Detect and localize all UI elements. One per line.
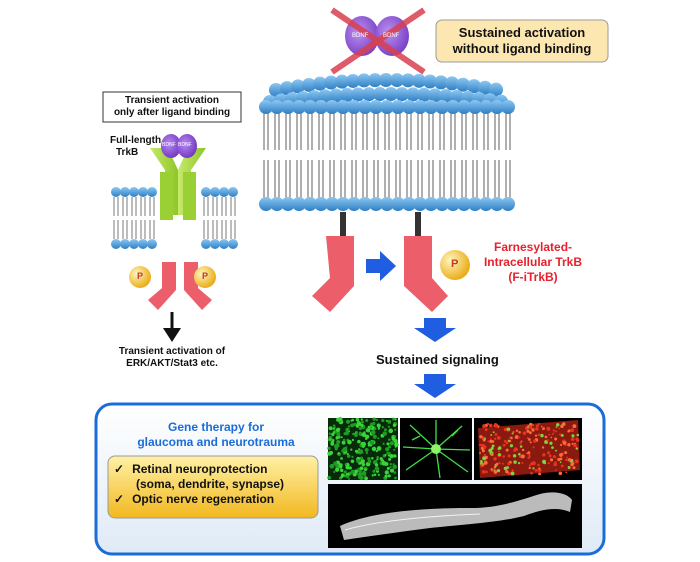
right-callout-text: Sustained activation without ligand bind… <box>436 25 608 57</box>
left-phospho-group-2 <box>194 266 216 288</box>
left-outcome-line-1: Transient activation of <box>118 346 226 357</box>
left-callout-line-2: only after ligand binding <box>113 107 231 118</box>
therapy-title: Gene therapy for glaucoma and neurotraum… <box>118 420 314 450</box>
right-lipid-heads <box>259 73 515 211</box>
left-outcome-text: Transient activation of ERK/AKT/Stat3 et… <box>100 346 244 370</box>
benefit-item-neuroprotection: ✓ Retinal neuroprotection <box>114 462 284 477</box>
benefit-item-subtext: (soma, dendrite, synapse) <box>114 477 284 492</box>
benefit-text-2: (soma, dendrite, synapse) <box>136 477 285 491</box>
right-bdnf-text-1: BDNF <box>352 33 369 39</box>
micrograph-retina-green <box>327 417 399 481</box>
left-callout-text: Transient activation only after ligand b… <box>103 95 241 119</box>
activation-arrow <box>366 251 396 281</box>
check-icon: ✓ <box>114 462 125 476</box>
f-itrkb-line-2: Intracellular TrkB <box>483 255 583 269</box>
right-membrane <box>259 73 515 211</box>
right-phospho-label: P <box>451 258 459 270</box>
right-callout-line-2: without ligand binding <box>452 41 592 56</box>
left-membrane <box>111 187 238 249</box>
f-itrkb-line-3: (F-iTrkB) <box>508 270 558 284</box>
left-kinase-domains <box>148 262 212 310</box>
down-arrow-2 <box>414 374 456 398</box>
right-phospho-group <box>440 250 470 280</box>
left-bdnf-ligand <box>161 134 197 158</box>
left-lipid-heads <box>111 187 238 249</box>
therapy-title-line-2: glaucoma and neurotrauma <box>137 435 295 449</box>
full-length-trkb-label: Full-length TrkB <box>110 135 161 159</box>
micrograph-neuron-green <box>400 418 472 480</box>
receptor-label-line-2: TrkB <box>116 147 139 158</box>
left-bdnf-text-1: BDNF <box>162 142 176 148</box>
micrograph-optic-nerve <box>328 484 582 548</box>
farnesyl-anchors <box>340 212 421 238</box>
crossed-bdnf-ligand <box>330 7 426 75</box>
receptor-label-line-1: Full-length <box>110 135 162 146</box>
f-itrkb-line-1: Farnesylated- <box>493 240 573 254</box>
right-kinase-domain-inactive <box>312 236 354 312</box>
left-lipid-tails <box>113 197 236 239</box>
f-itrkb-label: Farnesylated- Intracellular TrkB (F-iTrk… <box>478 240 588 285</box>
left-phospho-label-1: P <box>137 271 144 281</box>
benefit-list: ✓ Retinal neuroprotection (soma, dendrite… <box>114 462 284 507</box>
left-callout-box <box>102 91 242 123</box>
benefit-item-regeneration: ✓ Optic nerve regeneration <box>114 492 284 507</box>
right-bdnf-text-2: BDNF <box>383 33 400 39</box>
right-kinase-domain-active <box>404 236 448 312</box>
down-arrow-1 <box>414 318 456 342</box>
left-phospho-group-1 <box>129 266 151 288</box>
micrograph-retina-red <box>474 418 582 480</box>
full-length-trkb-receptor <box>150 148 206 220</box>
left-bdnf-text-2: BDNF <box>178 142 192 148</box>
right-lipid-tails <box>263 112 511 198</box>
left-callout-line-1: Transient activation <box>125 95 219 106</box>
therapy-title-line-1: Gene therapy for <box>167 420 265 434</box>
right-callout-box <box>435 19 609 63</box>
benefit-text-1: Retinal neuroprotection <box>132 462 268 476</box>
left-down-arrow <box>163 312 181 342</box>
check-icon: ✓ <box>114 492 125 506</box>
right-callout-line-1: Sustained activation <box>458 25 586 40</box>
left-phospho-label-2: P <box>202 271 209 281</box>
left-outcome-line-2: ERK/AKT/Stat3 etc. <box>126 358 218 369</box>
sustained-signaling-label: Sustained signaling <box>376 352 499 367</box>
benefit-text-3: Optic nerve regeneration <box>132 492 275 506</box>
